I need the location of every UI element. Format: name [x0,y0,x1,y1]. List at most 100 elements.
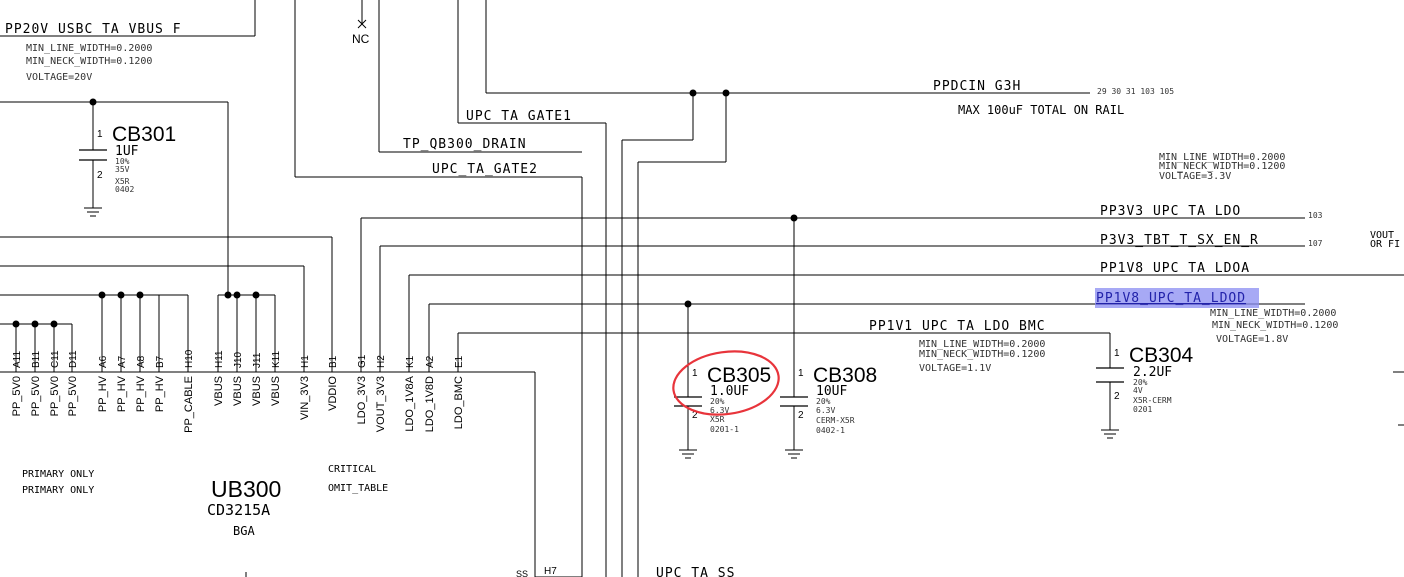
nc-label: NC [352,32,370,46]
ic-pin-number: J10 [233,351,244,368]
ic-pin-name: VBUS [251,376,263,406]
ic-pin-name: LDO_1V8D [424,376,436,432]
net-label-gate1[interactable]: UPC_TA_GATE1 [466,109,572,124]
prop-pp1v1-neck: MIN_NECK_WIDTH=0.1200 [919,349,1045,360]
cap-spec: 20% [1133,378,1148,387]
net-label-gate2[interactable]: UPC_TA_GATE2 [432,162,538,177]
cut-label-or: OR FI [1370,239,1400,250]
prop-pp1v8-line: MIN_LINE_WIDTH=0.2000 [1210,308,1336,319]
prop-pp3v3-line: MIN_LINE_WIDTH=0.2000 [1159,152,1285,163]
cap-pin1-num: 1 [692,368,698,379]
prop-pp1v8-neck: MIN_NECK_WIDTH=0.1200 [1212,320,1338,331]
prop-pp1v8-volt: VOLTAGE=1.8V [1216,334,1288,345]
ground-icon [785,449,803,459]
net-label-pp3v3[interactable]: PP3V3_UPC_TA_LDO [1100,204,1241,219]
cap-value: 10UF [816,384,847,399]
net-label-ldoa[interactable]: PP1V8_UPC_TA_LDOA [1100,261,1250,276]
cap-value: 1UF [115,144,139,159]
cap-ref: CB305 [707,364,771,387]
cap-pin2-num: 2 [692,410,698,421]
ground-symbols [84,207,1119,459]
net-label-p3v3-tbt[interactable]: P3V3_TBT_T_SX_EN_R [1100,233,1259,248]
ic-pin-number: D11 [68,350,79,368]
annotation-circle [672,350,780,416]
ic-pin-number: B1 [328,355,339,368]
cap-spec: 35V [115,165,130,174]
prop-pp3v3-neck: MIN_NECK_WIDTH=0.1200 [1159,161,1285,172]
ic-pin-name: PP_HV [135,375,147,412]
omit-table-note: OMIT_TABLE [328,483,388,494]
ic-pin-name: PP_HV [154,375,166,412]
critical-note: CRITICAL [328,464,376,475]
ic-ub300: UB300 CD3215A BGA PRIMARY ONLY PRIMARY O… [22,464,557,577]
ic-pin-name: PP_HV [97,375,109,412]
net-page-refs: 103 [1308,211,1323,220]
ground-icon [1101,429,1119,439]
ic-pin-number: A8 [136,355,147,368]
cap-spec: 10% [115,157,130,166]
net-label-ppdcin[interactable]: PPDCIN_G3H [933,79,1021,94]
nc-marker [357,19,367,29]
net-page-refs: 107 [1308,239,1323,248]
max-rail-note: MAX 100uF TOTAL ON RAIL [958,103,1124,117]
cap-spec: 20% [816,397,831,406]
cap-cb305[interactable]: 1 CB305 1.0UF 2 20% 6.3V X5R 0201-1 [692,364,771,434]
net-labels: PP20V_USBC_TA_VBUS_F NC PPDCIN_G3H 29 30… [5,22,1400,577]
net-label-ss[interactable]: UPC_TA_SS [656,566,735,577]
cap-cb301[interactable]: 1 CB301 1UF 2 10% 35V X5R 0402 [97,123,176,194]
ic-bottom-pin-name: SS [516,569,528,577]
cap-cb304[interactable]: 1 CB304 2.2UF 2 20% 4V X5R-CERM 0201 [1114,344,1194,414]
ic-pin-number: H10 [184,349,195,368]
ic-pin-name: VIN_3V3 [299,376,311,420]
cap-pin1-num: 1 [97,129,103,140]
prop-pp1v1-line: MIN_LINE_WIDTH=0.2000 [919,339,1045,350]
prop-pp20v-neck: MIN_NECK_WIDTH=0.1200 [26,56,152,67]
net-page-refs: 29 30 31 103 105 [1097,87,1174,96]
ic-pin-name: PP_HV [116,375,128,412]
cap-pin1-num: 1 [1114,348,1120,359]
ic-pin-name: LDO_3V3 [356,376,368,424]
cap-spec: X5R-CERM [1133,396,1172,405]
ic-pin-name: VBUS [270,376,282,406]
cap-spec: 6.3V [710,406,729,415]
ground-icon [679,449,697,459]
cap-ref: CB301 [112,123,176,146]
ic-pin-name: LDO_BMC [453,376,465,429]
ic-pin-number: B11 [31,351,42,368]
ic-pins: A11PP_5V0B11PP_5V0C11PP_5V0D11PP_5V0A6PP… [11,349,465,433]
ic-pin-name: PP_5V0 [30,376,42,416]
ic-ref[interactable]: UB300 [211,476,281,502]
ic-pin-number: K1 [405,355,416,368]
prop-pp20v-volt: VOLTAGE=20V [26,72,92,83]
ic-pin-name: VBUS [232,376,244,406]
prop-pp20v-line: MIN_LINE_WIDTH=0.2000 [26,43,152,54]
net-label-ldo-bmc[interactable]: PP1V1_UPC_TA_LDO_BMC [869,319,1046,334]
prop-pp3v3-volt: VOLTAGE=3.3V [1159,171,1231,182]
ic-pin-name: VDDIO [327,376,339,411]
ic-pin-number: H11 [214,350,225,368]
ic-pin-name: PP_5V0 [11,376,23,416]
cut-label-vout: VOUT [1370,230,1394,241]
ic-package: BGA [233,524,255,538]
net-label-ldod[interactable]: PP1V8_UPC_TA_LDOD [1096,291,1246,306]
ic-pin-number: C11 [50,350,61,368]
cap-cb308[interactable]: 1 CB308 10UF 2 20% 6.3V CERM-X5R 0402-1 [798,364,877,435]
ic-pin-name: VBUS [213,376,225,406]
net-label-drain[interactable]: TP_QB300_DRAIN [403,137,527,152]
ic-pin-number: A6 [98,355,109,368]
cap-pin1-num: 1 [798,368,804,379]
cap-pin2-num: 2 [97,170,103,181]
ic-pin-number: B7 [155,355,166,368]
capacitor-symbols [79,149,1124,407]
cap-pin2-num: 2 [798,410,804,421]
cap-spec: 20% [710,397,725,406]
cap-spec: 0402 [115,185,134,194]
cap-spec: 4V [1133,386,1143,395]
primary-note: PRIMARY ONLY [22,469,94,480]
ic-pin-number: A7 [117,355,128,368]
ic-pin-number: H1 [300,355,311,368]
net-label-pp20v[interactable]: PP20V_USBC_TA_VBUS_F [5,22,182,37]
net-properties: MIN_LINE_WIDTH=0.2000 MIN_NECK_WIDTH=0.1… [26,43,1338,374]
